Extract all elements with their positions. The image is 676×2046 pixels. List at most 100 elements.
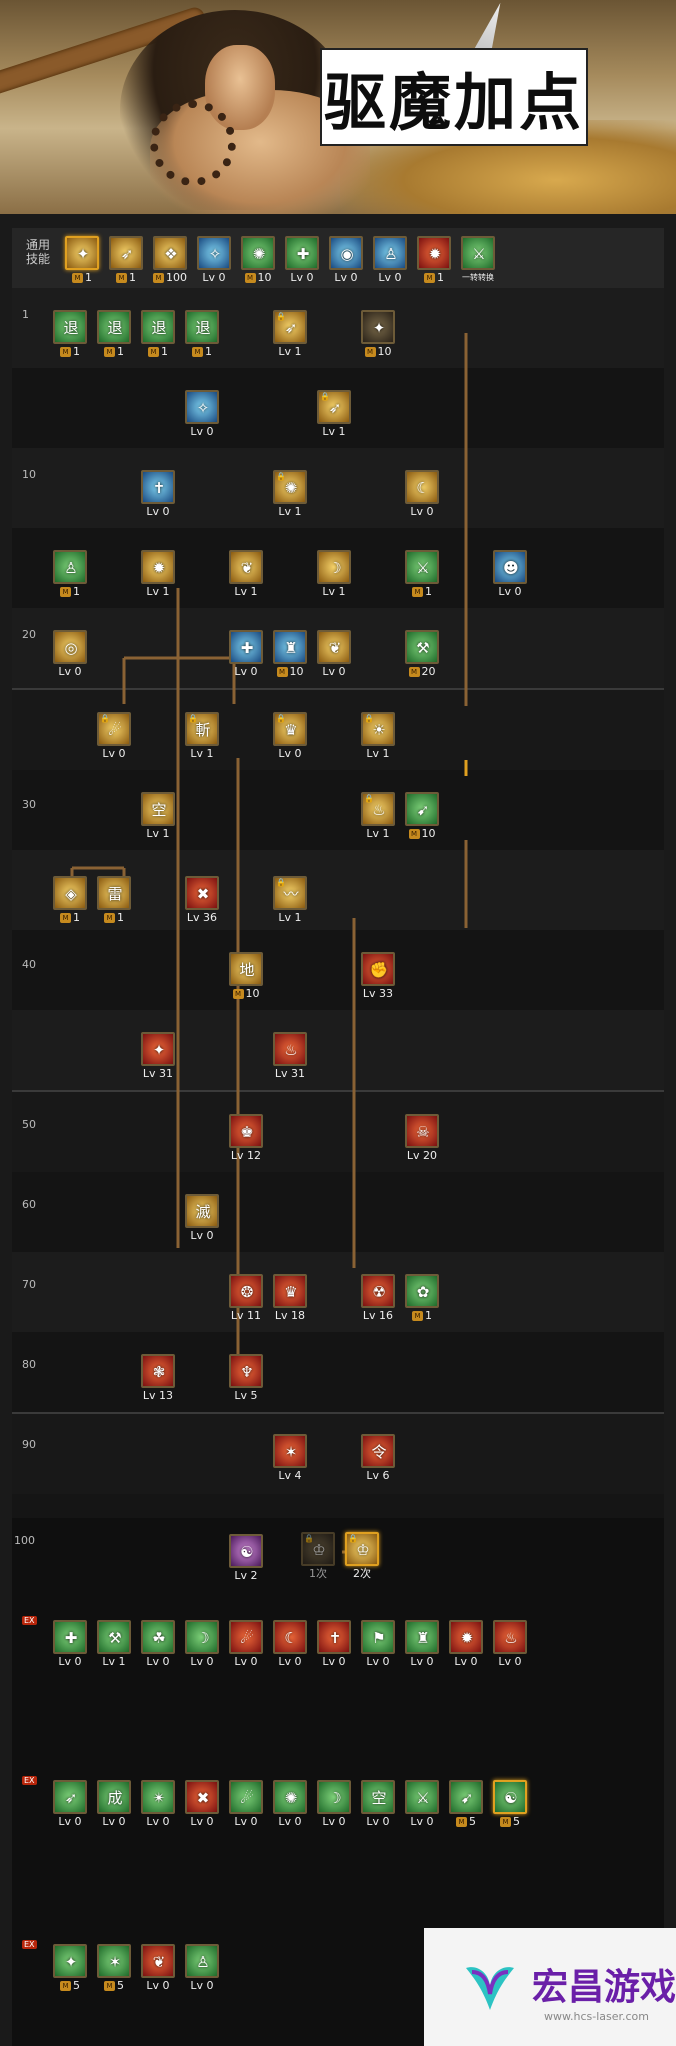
ex-skill[interactable]: ♨Lv 0 [490,1620,530,1669]
skill[interactable]: ♨Lv 31 [270,1032,310,1081]
ex-skill[interactable]: ✺Lv 0 [270,1780,310,1829]
ex-skill[interactable]: ☘Lv 0 [138,1620,178,1669]
awakening-stage-1[interactable]: 🔒♔1次 [298,1532,338,1581]
level-label-60: 60 [22,1198,36,1211]
ex-skill[interactable]: ✝Lv 0 [314,1620,354,1669]
ex-skill[interactable]: ⚑Lv 0 [358,1620,398,1669]
ex-skill[interactable]: ⚒Lv 1 [94,1620,134,1669]
ex-skill[interactable]: ☽Lv 0 [314,1780,354,1829]
ex-skill[interactable]: ❦Lv 0 [138,1944,178,1993]
common-skill[interactable]: ✧Lv 0 [194,236,234,285]
skill[interactable]: 🔒☄Lv 0 [94,712,134,761]
ex-skill[interactable]: ☾Lv 0 [270,1620,310,1669]
skill[interactable]: ✖Lv 36 [182,876,222,925]
skill[interactable]: ✝Lv 0 [138,470,178,519]
skill-icon: ☾ [405,470,439,504]
skill[interactable]: ☠Lv 20 [402,1114,442,1163]
common-skill[interactable]: ◉Lv 0 [326,236,366,285]
skill[interactable]: 🔒♨Lv 1 [358,792,398,841]
skill[interactable]: ☾Lv 0 [402,470,442,519]
skill[interactable]: ✚Lv 0 [226,630,266,679]
skill[interactable]: ❃Lv 13 [138,1354,178,1403]
skill[interactable]: ♛Lv 18 [270,1274,310,1323]
skill[interactable]: 🔒☀Lv 1 [358,712,398,761]
ex-skill[interactable]: ☄Lv 0 [226,1780,266,1829]
skill-tree: 通用技能 1 10 20 30 40 50 60 70 80 90 100 EX… [12,228,664,2046]
skill-icon: ☄ [229,1620,263,1654]
awakening-skill[interactable]: ☯Lv 2 [226,1534,266,1583]
ex-skill[interactable]: ☽Lv 0 [182,1620,222,1669]
skill[interactable]: ♆Lv 5 [226,1354,266,1403]
skill[interactable]: ✹Lv 1 [138,550,178,599]
skill[interactable]: ❦Lv 0 [314,630,354,679]
skill-icon: ♚ [229,1114,263,1148]
awakening-stage-2[interactable]: 🔒♔2次 [342,1532,382,1581]
skill-icon: ♜ [405,1620,439,1654]
skill-icon: ✹ [449,1620,483,1654]
ex-skill[interactable]: ♜Lv 0 [402,1620,442,1669]
ex-skill[interactable]: ✚Lv 0 [50,1620,90,1669]
common-skill[interactable]: ♙Lv 0 [370,236,410,285]
skill[interactable]: ☽Lv 1 [314,550,354,599]
skill-icon: ✹ [141,550,175,584]
ex-skill[interactable]: ♙Lv 0 [182,1944,222,1993]
ex-skill[interactable]: ✹Lv 0 [446,1620,486,1669]
master-icon: M [192,347,203,357]
site-url: www.hcs-laser.com [544,2010,649,2023]
skill[interactable]: 🔒♛Lv 0 [270,712,310,761]
ex-skill[interactable]: ✴Lv 0 [138,1780,178,1829]
skill[interactable]: ♚Lv 12 [226,1114,266,1163]
skill[interactable]: ❂Lv 11 [226,1274,266,1323]
master-icon: M [424,273,435,283]
common-skill[interactable]: ⚔一转转换 [458,236,498,285]
ex-skill[interactable]: ✖Lv 0 [182,1780,222,1829]
skill[interactable]: 🔒〰Lv 1 [270,876,310,925]
skill[interactable]: ✦Lv 31 [138,1032,178,1081]
skill[interactable]: 🔒✺Lv 1 [270,470,310,519]
skill[interactable]: ✧Lv 0 [182,390,222,439]
skill[interactable]: 🔒➶Lv 1 [270,310,310,359]
skill-icon: 🔒〰 [273,876,307,910]
skill[interactable]: 🔒➶Lv 1 [314,390,354,439]
ex-skill[interactable]: ⚔Lv 0 [402,1780,442,1829]
skill[interactable]: ✶Lv 4 [270,1434,310,1483]
master-icon: M [500,1817,511,1827]
ex-skill[interactable]: ☄Lv 0 [226,1620,266,1669]
ex-skill[interactable]: ➶Lv 0 [50,1780,90,1829]
skill[interactable]: ❦Lv 1 [226,550,266,599]
skill[interactable]: ☢Lv 16 [358,1274,398,1323]
common-skill[interactable]: ✚Lv 0 [282,236,322,285]
skill[interactable]: ◎Lv 0 [50,630,90,679]
skill[interactable]: ☻Lv 0 [490,550,530,599]
skill[interactable]: ✊Lv 33 [358,952,398,1001]
